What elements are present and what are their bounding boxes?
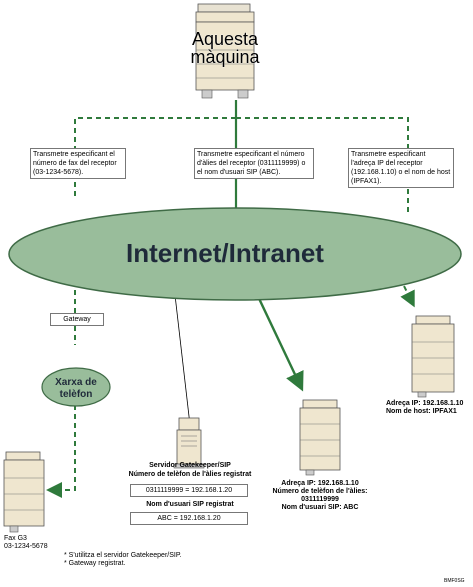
fax-g3-number: 03-1234-5678 xyxy=(4,543,48,550)
receiver-right-host: Nom de host: IPFAX1 xyxy=(386,408,457,415)
receiver-right-icon xyxy=(411,315,455,398)
phone-network-ellipse xyxy=(41,367,111,407)
receiver-middle-icon xyxy=(299,399,341,476)
callout-fax: Transmetre especificant el número de fax… xyxy=(30,148,126,179)
receiver-middle-info: Adreça IP: 192.168.1.10 Número de telèfo… xyxy=(264,480,376,512)
sip-server-entry1: 0311119999 = 192.168.1.20 xyxy=(130,484,248,497)
footnote-1: * S'utilitza el servidor Gatekeeper/SIP. xyxy=(64,552,182,559)
receiver-middle-alias-label: Número de telèfon de l'àlies: xyxy=(272,488,368,495)
network-label: Internet/Intranet xyxy=(126,238,324,268)
callout-ip: Transmetre especificant l'adreça IP del … xyxy=(348,148,454,188)
pstn-label-line2: telèfon xyxy=(60,389,93,400)
fax-g3-name: Fax G3 xyxy=(4,535,27,542)
gateway-label: Gateway xyxy=(50,313,104,326)
sip-server-title: Servidor Gatekeeper/SIP xyxy=(149,462,231,469)
receiver-right-info: Adreça IP: 192.168.1.10 Nom de host: IPF… xyxy=(386,400,472,416)
sip-server-subtitle2: Nom d'usuari SIP registrat xyxy=(146,501,234,508)
internet-intranet-ellipse xyxy=(8,207,462,301)
receiver-middle-alias: 0311119999 xyxy=(301,496,339,503)
receiver-right-ip: Adreça IP: 192.168.1.10 xyxy=(386,400,464,407)
machine-title-line1: Aquesta xyxy=(192,29,259,49)
footnote-2: * Gateway registrat. xyxy=(64,560,126,567)
machine-title-line2: màquina xyxy=(190,47,260,67)
receiver-middle-sip-user: Nom d'usuari SIP: ABC xyxy=(281,504,359,511)
callout-sip: Transmetre especificant el número d'àlie… xyxy=(194,148,314,179)
this-machine-icon xyxy=(195,3,255,99)
sip-server-icon xyxy=(173,417,205,469)
fax-g3-icon xyxy=(3,451,45,533)
sip-server-subtitle: Número de telèfon de l'àlies registrat xyxy=(128,471,252,478)
fax-g3-label: Fax G3 03-1234-5678 xyxy=(4,535,48,551)
footnotes: * S'utilitza el servidor Gatekeeper/SIP.… xyxy=(64,552,182,568)
figure-code: BMF0SG xyxy=(444,578,465,584)
pstn-label-line1: Xarxa de xyxy=(55,377,97,388)
receiver-middle-ip: Adreça IP: 192.168.1.10 xyxy=(281,480,359,487)
sip-server-entry2: ABC = 192.168.1.20 xyxy=(130,512,248,525)
